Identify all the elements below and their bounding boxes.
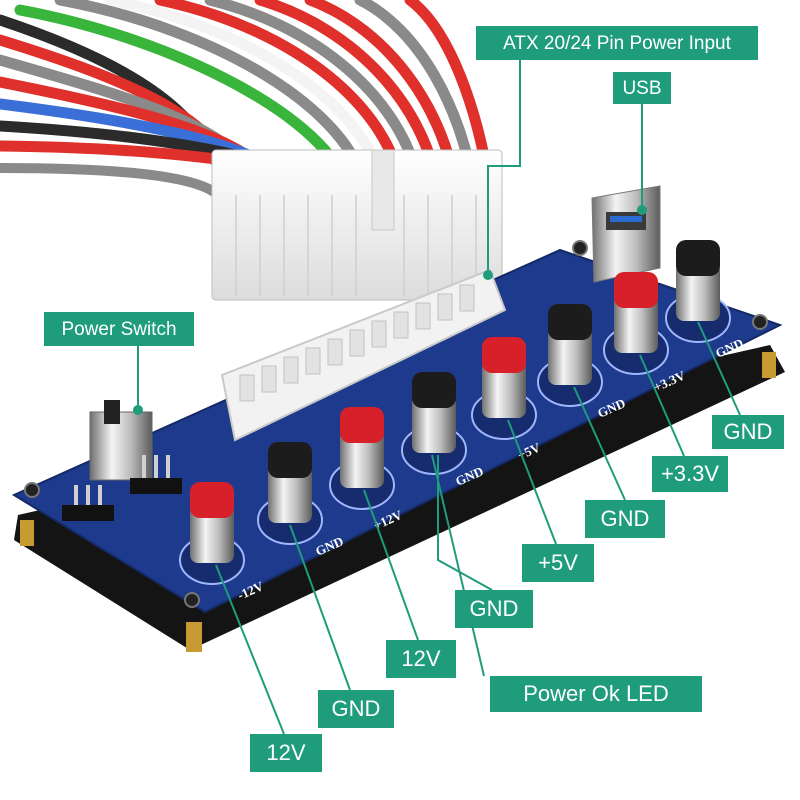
atx-24-pin-header [220, 268, 507, 442]
binding-posts [179, 240, 731, 585]
label-power-switch: Power Switch [44, 312, 194, 346]
label-12v-negative: 12V [250, 734, 322, 772]
terminal-gnd-d [665, 240, 731, 343]
terminal-plus12v [329, 407, 395, 510]
terminal-plus5v [471, 337, 537, 440]
power-switch [62, 400, 182, 521]
leader-lines [137, 60, 741, 735]
label-usb: USB [613, 72, 671, 104]
terminal-gnd-c [537, 304, 603, 407]
label-gnd-4: GND [318, 690, 394, 728]
terminal-minus12v [179, 482, 245, 585]
terminal-plus3v3 [603, 272, 669, 375]
label-atx-power-input: ATX 20/24 Pin Power Input [476, 26, 758, 60]
leader-dots [133, 205, 647, 415]
atx-cable-connector [211, 149, 503, 301]
label-power-ok-led: Power Ok LED [490, 676, 702, 712]
label-plus-3-3v: +3.3V [652, 456, 728, 492]
terminal-gnd-a [257, 442, 323, 545]
terminal-gnd-b [401, 372, 467, 475]
usb-port [591, 185, 661, 283]
label-gnd-1: GND [712, 415, 784, 449]
label-12v-positive: 12V [386, 640, 456, 678]
label-plus-5v: +5V [522, 544, 594, 582]
label-gnd-3: GND [455, 590, 533, 628]
label-gnd-2: GND [585, 500, 665, 538]
